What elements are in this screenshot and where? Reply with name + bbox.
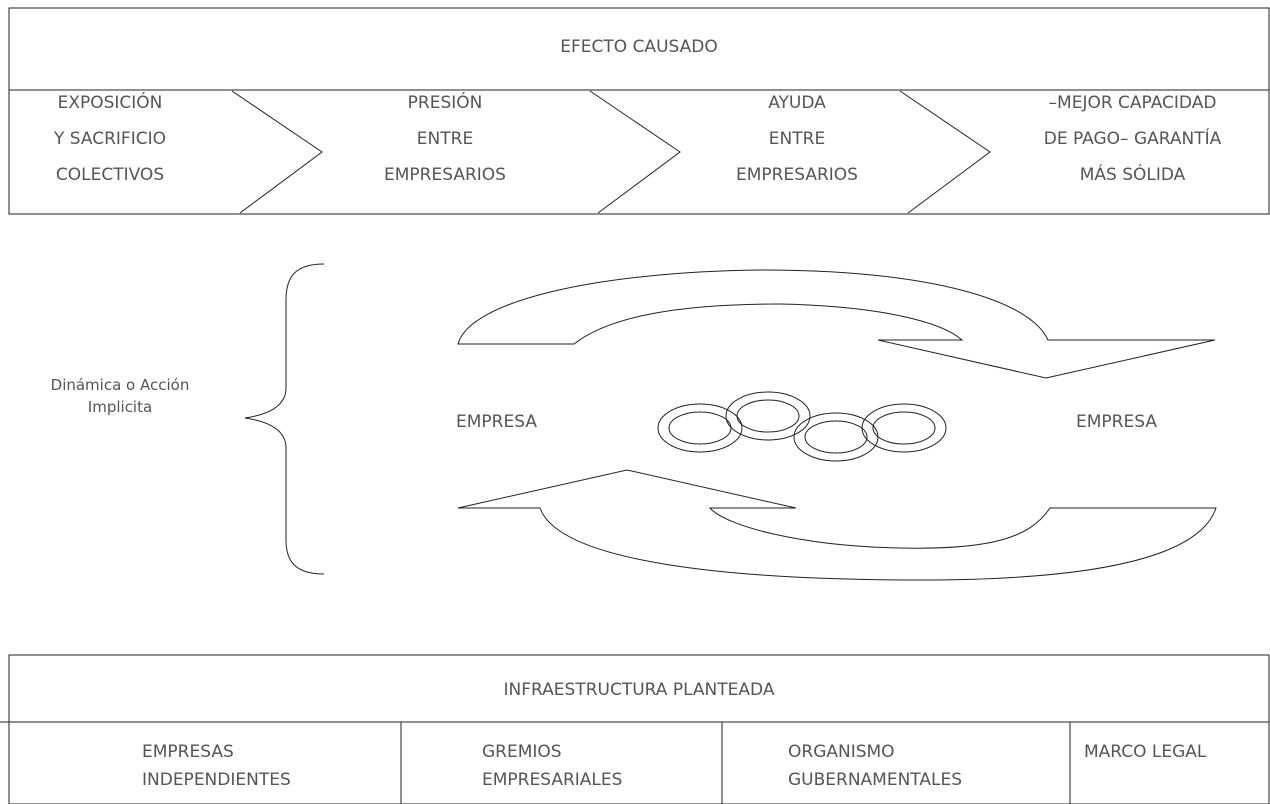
infra-cell-2-line-1: GREMIOS	[482, 742, 562, 762]
effect-step-2-line-1: PRESIÓN	[407, 93, 483, 113]
infra-cell-3: ORGANISMO GUBERNAMENTALES	[788, 738, 962, 794]
effect-step-1-line-1: EXPOSICIÓN	[57, 93, 163, 113]
effect-title: EFECTO CAUSADO	[560, 37, 718, 57]
infra-title: INFRAESTRUCTURA PLANTEADA	[503, 680, 775, 700]
effect-step-4: –MEJOR CAPACIDAD DE PAGO– GARANTÍA MÁS S…	[1005, 85, 1260, 193]
curly-brace	[244, 263, 325, 575]
effect-step-3-line-3: EMPRESARIOS	[736, 165, 858, 185]
infra-cell-1-line-1: EMPRESAS	[142, 742, 234, 762]
effect-step-3-line-1: AYUDA	[768, 93, 826, 113]
effect-step-4-line-2: DE PAGO– GARANTÍA	[1043, 129, 1222, 149]
effect-step-1-line-2: Y SACRIFICIO	[54, 129, 166, 149]
infra-cell-3-line-2: GUBERNAMENTALES	[788, 770, 963, 790]
effect-table-border	[8, 7, 1270, 215]
effect-step-4-line-1: –MEJOR CAPACIDAD	[1048, 93, 1217, 113]
infra-cell-4-line-1: MARCO LEGAL	[1084, 742, 1207, 762]
effect-step-4-line-3: MÁS SÓLIDA	[1079, 165, 1186, 185]
dynamics-label: Dinámica o Acción Implicita	[0, 374, 240, 418]
dynamics-label-line-2: Implicita	[87, 398, 153, 416]
infra-cell-1: EMPRESAS INDEPENDIENTES	[142, 738, 291, 794]
infra-cell-2-line-2: EMPRESARIALES	[482, 770, 623, 790]
empresa-right: EMPRESA	[1076, 412, 1157, 432]
chevron-1	[231, 90, 323, 214]
effect-step-1-line-3: COLECTIVOS	[55, 165, 165, 185]
interlocking-rings	[657, 391, 947, 462]
effect-step-3-line-2: ENTRE	[768, 129, 826, 149]
chevron-2	[589, 90, 681, 214]
effect-step-1: EXPOSICIÓN Y SACRIFICIO COLECTIVOS	[10, 85, 210, 193]
upper-cycle-arrow	[457, 269, 1216, 379]
infra-cell-4: MARCO LEGAL	[1084, 738, 1206, 766]
effect-step-2-line-3: EMPRESARIOS	[384, 165, 506, 185]
effect-step-2-line-2: ENTRE	[416, 129, 474, 149]
dynamics-label-line-1: Dinámica o Acción	[50, 376, 190, 394]
empresa-left: EMPRESA	[456, 412, 537, 432]
infra-cell-2: GREMIOS EMPRESARIALES	[482, 738, 622, 794]
infra-table-border	[8, 654, 1270, 804]
effect-step-3: AYUDA ENTRE EMPRESARIOS	[697, 85, 897, 193]
infra-cell-1-line-2: INDEPENDIENTES	[142, 770, 291, 790]
effect-step-2: PRESIÓN ENTRE EMPRESARIOS	[345, 85, 545, 193]
chevron-3	[899, 90, 991, 214]
infra-cell-3-line-1: ORGANISMO	[788, 742, 895, 762]
lower-cycle-arrow	[457, 469, 1217, 581]
